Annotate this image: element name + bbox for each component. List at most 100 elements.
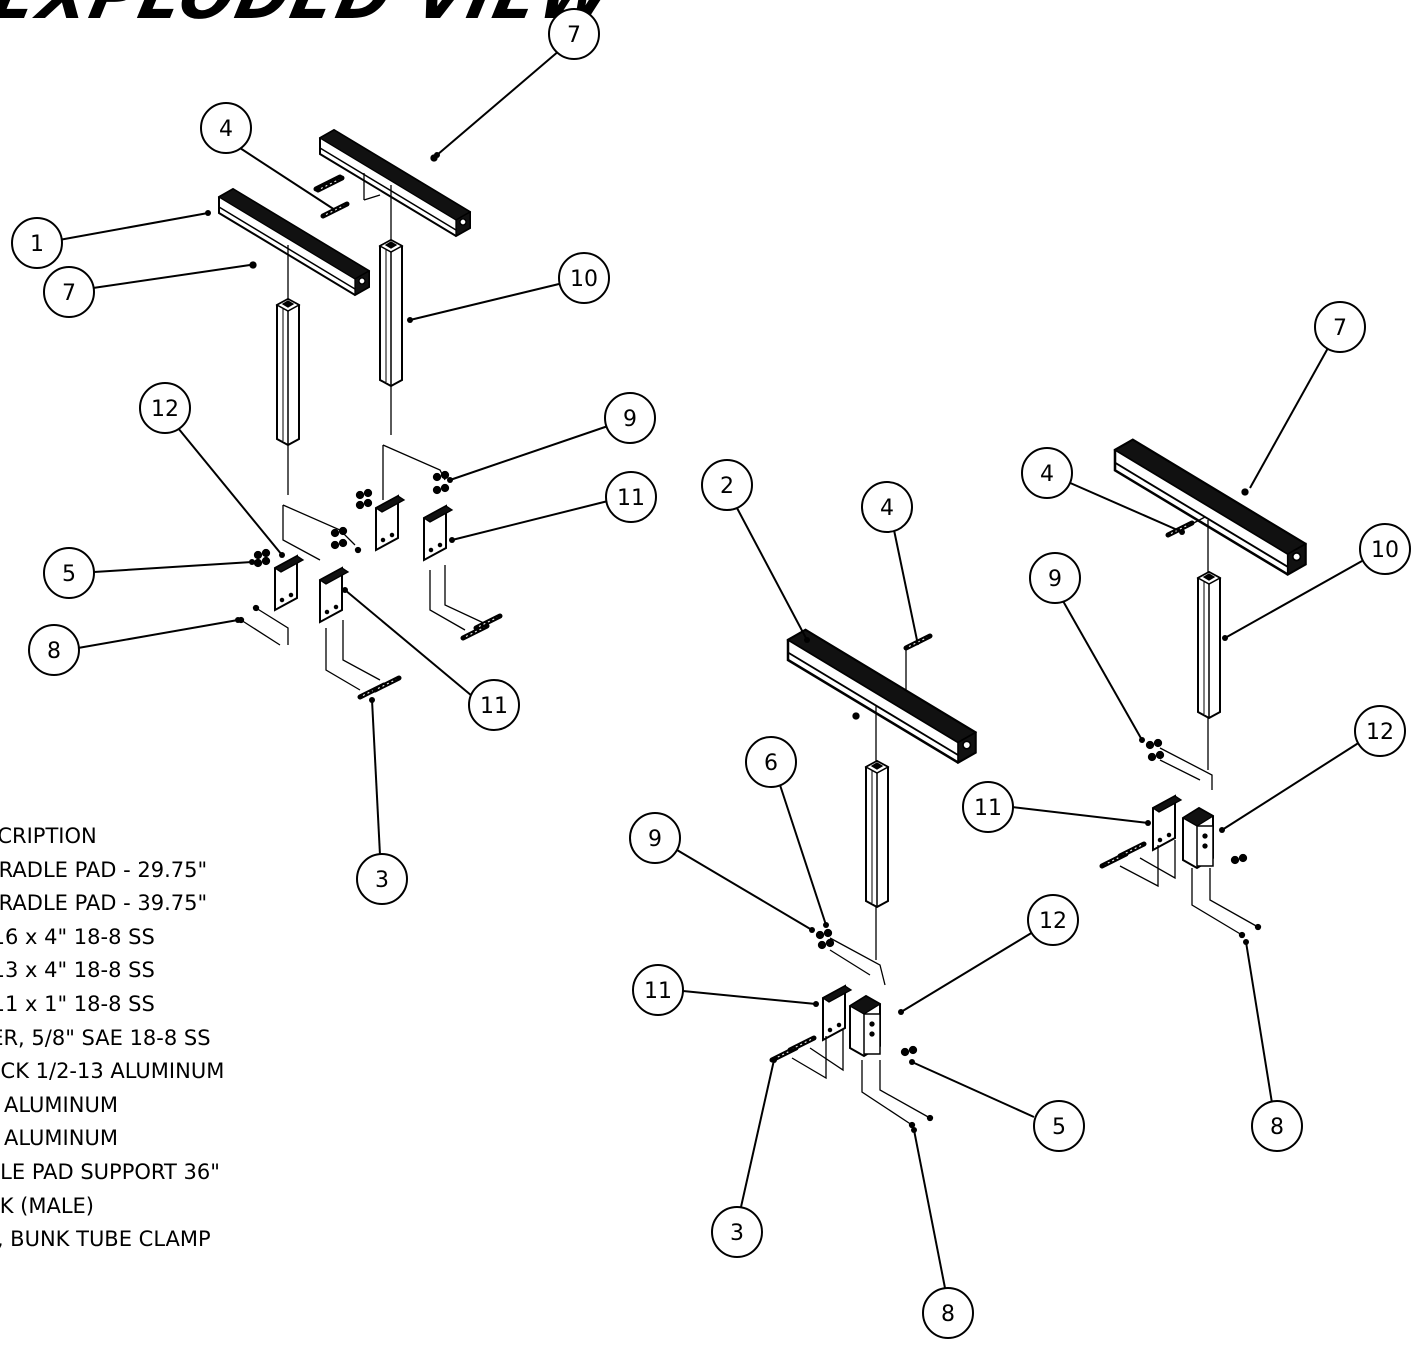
bom-row: IER, 5/8" SAE 18-8 SS — [0, 1025, 211, 1050]
svg-text:3: 3 — [375, 868, 389, 893]
support-tube — [865, 760, 889, 908]
balloon-2: 2 — [701, 459, 753, 511]
svg-text:10: 10 — [570, 267, 598, 292]
washer-nut — [1147, 750, 1165, 762]
balloon-11: 11 — [468, 679, 520, 731]
svg-text:9: 9 — [623, 407, 637, 432]
svg-text:2: 2 — [720, 474, 734, 499]
balloon-4: 4 — [861, 481, 913, 533]
svg-text:11: 11 — [480, 694, 508, 719]
cradle-pad-long — [786, 628, 977, 764]
balloon-12: 12 — [1027, 894, 1079, 946]
svg-text:8: 8 — [1270, 1115, 1284, 1140]
middle-assembly — [772, 628, 977, 1129]
balloon-11: 11 — [632, 964, 684, 1016]
balloon-10: 10 — [1359, 523, 1411, 575]
bom-row: CRADLE PAD - 29.75" — [0, 857, 208, 882]
clamp-plate — [1152, 795, 1182, 851]
balloon-5: 5 — [1033, 1100, 1085, 1152]
svg-text:11: 11 — [617, 486, 645, 511]
bolt-3 — [1120, 844, 1144, 856]
svg-text:5: 5 — [1052, 1115, 1066, 1140]
svg-text:6: 6 — [764, 751, 778, 776]
washer-nut — [1145, 738, 1163, 750]
balloon-9: 9 — [604, 392, 656, 444]
svg-text:12: 12 — [151, 397, 179, 422]
bom-row: DLE PAD SUPPORT 36" — [0, 1159, 220, 1184]
svg-text:7: 7 — [62, 281, 76, 306]
balloon-11: 11 — [962, 781, 1014, 833]
svg-text:8: 8 — [47, 639, 61, 664]
bom-row: 6 ALUMINUM — [0, 1092, 118, 1117]
washer-nut — [815, 928, 833, 940]
balloon-8: 8 — [1251, 1100, 1303, 1152]
svg-text:8: 8 — [941, 1302, 955, 1327]
svg-text:1: 1 — [30, 232, 44, 257]
nylock-nut — [249, 261, 257, 269]
svg-text:9: 9 — [648, 827, 662, 852]
balloon-6: 6 — [745, 736, 797, 788]
clamp-plate — [274, 555, 304, 611]
svg-text:12: 12 — [1039, 909, 1067, 934]
balloon-4: 4 — [1021, 447, 1073, 499]
bom-row: T, BUNK TUBE CLAMP — [0, 1227, 211, 1252]
svg-text:11: 11 — [974, 796, 1002, 821]
balloon-8: 8 — [28, 624, 80, 676]
bom-row: -11 x 1" 18-8 SS — [0, 991, 155, 1016]
washer-nut — [330, 538, 348, 550]
balloon-12: 12 — [139, 382, 191, 434]
bom-header: SCRIPTION — [0, 824, 97, 848]
callouts: 7 4 1 7 10 12 9 11 5 8 11 3 7 4 10 9 12 … — [11, 8, 1411, 1339]
bom-row: -13 x 4" 18-8 SS — [0, 958, 155, 983]
svg-text:11: 11 — [644, 979, 672, 1004]
svg-text:3: 3 — [730, 1221, 744, 1246]
svg-text:10: 10 — [1371, 538, 1399, 563]
bunk-tube-clamp — [849, 995, 881, 1057]
balloon-9: 9 — [1029, 552, 1081, 604]
balloon-7: 7 — [1314, 301, 1366, 353]
left-assembly — [218, 129, 500, 697]
svg-text:7: 7 — [1333, 316, 1347, 341]
balloon-3: 3 — [356, 853, 408, 905]
bom-row: -16 x 4" 18-8 SS — [0, 924, 155, 949]
support-tube — [1197, 571, 1221, 719]
washer-nut — [817, 938, 835, 950]
washer-nut — [355, 488, 373, 500]
washer-nut — [355, 498, 373, 510]
bom-row: CRADLE PAD - 39.75" — [0, 891, 208, 916]
clamp-plate — [822, 985, 852, 1041]
svg-text:5: 5 — [62, 562, 76, 587]
washer-nut — [432, 483, 450, 495]
clamp-plate — [319, 567, 349, 623]
bom-row: OCK 1/2-13 ALUMINUM — [0, 1059, 225, 1084]
cradle-pad — [1113, 438, 1307, 576]
right-assembly — [1102, 438, 1307, 939]
clamp-plate — [423, 505, 453, 561]
bom-row: NK (MALE) — [0, 1193, 94, 1218]
bill-of-materials: SCRIPTION CRADLE PAD - 29.75" CRADLE PAD… — [0, 820, 224, 1257]
bunk-tube-clamp — [1182, 807, 1214, 869]
balloon-12: 12 — [1354, 705, 1406, 757]
bom-row: 1 ALUMINUM — [0, 1126, 118, 1151]
balloon-1: 1 — [11, 217, 63, 269]
support-tube-front — [276, 298, 300, 446]
svg-text:4: 4 — [1040, 462, 1054, 487]
svg-text:12: 12 — [1366, 720, 1394, 745]
clamp-plate — [375, 495, 405, 551]
balloon-7: 7 — [548, 8, 600, 60]
balloon-11: 11 — [605, 471, 657, 523]
support-tube-rear — [379, 239, 403, 387]
balloon-3: 3 — [711, 1206, 763, 1258]
balloon-4: 4 — [200, 102, 252, 154]
svg-text:9: 9 — [1048, 567, 1062, 592]
svg-text:7: 7 — [567, 23, 581, 48]
balloon-5: 5 — [43, 547, 95, 599]
balloon-10: 10 — [558, 252, 610, 304]
balloon-7: 7 — [43, 266, 95, 318]
balloon-9: 9 — [629, 812, 681, 864]
svg-text:4: 4 — [219, 117, 233, 142]
balloon-8: 8 — [922, 1287, 974, 1339]
svg-text:4: 4 — [880, 496, 894, 521]
